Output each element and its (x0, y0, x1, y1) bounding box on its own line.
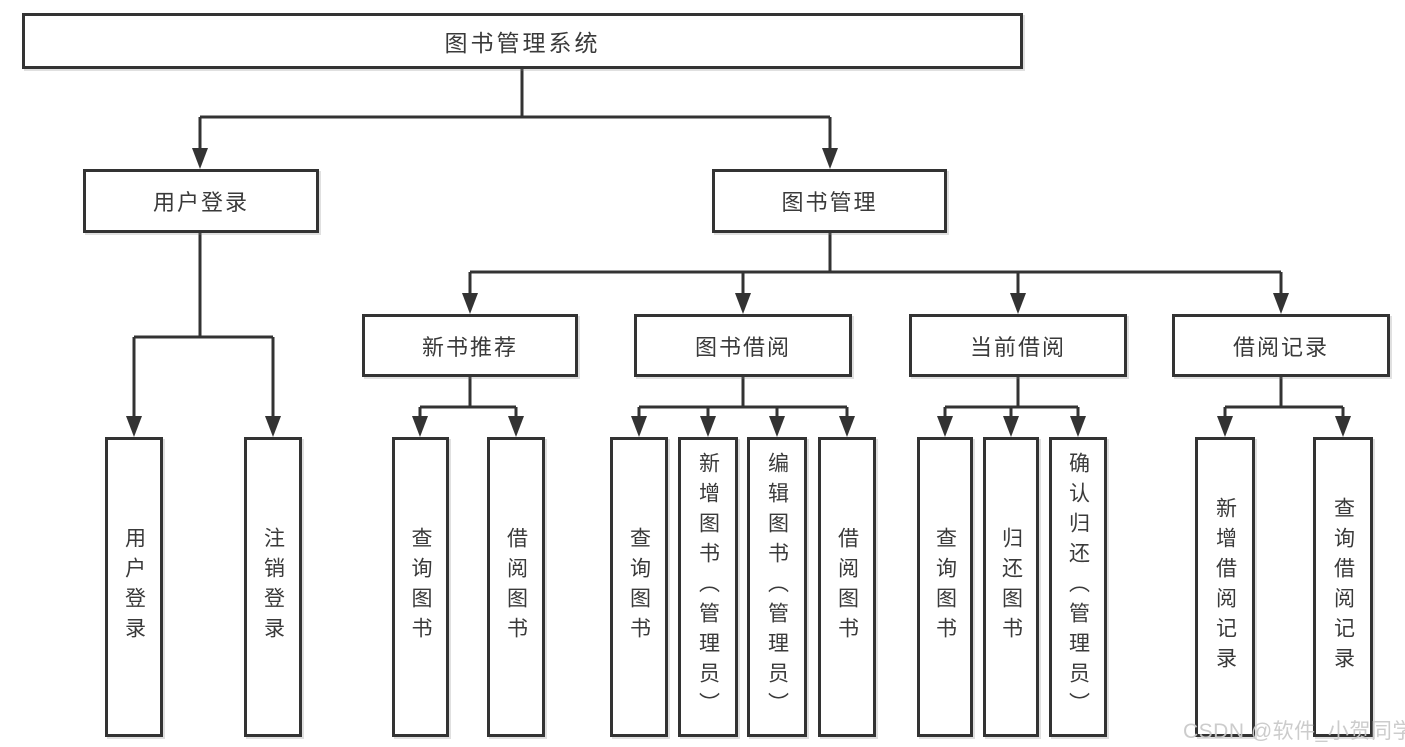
node-book-borrow: 图书借阅 (634, 314, 852, 377)
node-label: 查询图书 (409, 527, 432, 647)
node-label: 借阅记录 (1232, 334, 1329, 360)
leaf-record-query-borrow-record: 查询借阅记录 (1313, 437, 1373, 737)
leaf-borrow-borrow-book: 借阅图书 (818, 437, 876, 737)
node-label: 图书借阅 (694, 334, 791, 360)
node-new-book-recommend: 新书推荐 (362, 314, 578, 377)
leaf-logout-login: 注销登录 (244, 437, 302, 737)
node-label: 借阅图书 (835, 527, 859, 647)
node-label: 新增图书（管理员） (696, 452, 720, 722)
leaf-recommend-borrow-book: 借阅图书 (487, 437, 545, 737)
node-label: 借阅图书 (504, 527, 528, 647)
leaf-recommend-query-book: 查询图书 (392, 437, 449, 737)
leaf-user-login: 用户登录 (105, 437, 163, 737)
node-label: 新增借阅记录 (1213, 497, 1237, 677)
leaf-borrow-add-book-admin: 新增图书（管理员） (678, 437, 738, 737)
node-borrow-record: 借阅记录 (1172, 314, 1390, 377)
leaf-borrow-query-book: 查询图书 (610, 437, 668, 737)
node-label: 用户登录 (152, 190, 249, 215)
leaf-current-confirm-return-admin: 确认归还（管理员） (1049, 437, 1107, 737)
node-label: 查询图书 (627, 527, 651, 647)
node-label: 新书推荐 (421, 334, 518, 360)
leaf-current-query-book: 查询图书 (917, 437, 973, 737)
node-label: 查询借阅记录 (1331, 497, 1355, 677)
node-label: 用户登录 (122, 527, 146, 647)
arrowheads (126, 148, 1351, 437)
node-label: 图书管理 (781, 190, 878, 215)
node-label: 查询图书 (933, 527, 957, 647)
node-label: 归还图书 (999, 527, 1023, 647)
leaf-record-add-borrow-record: 新增借阅记录 (1195, 437, 1255, 737)
leaf-current-return-book: 归还图书 (983, 437, 1039, 737)
node-label: 图书管理系统 (444, 30, 601, 56)
node-user-login: 用户登录 (83, 169, 319, 233)
node-label: 确认归还（管理员） (1066, 452, 1090, 722)
leaf-borrow-edit-book-admin: 编辑图书（管理员） (747, 437, 807, 737)
node-label: 编辑图书（管理员） (765, 452, 789, 722)
node-label: 注销登录 (261, 527, 285, 647)
node-book-management: 图书管理 (712, 169, 947, 233)
node-current-borrow: 当前借阅 (909, 314, 1127, 377)
csdn-watermark: CSDN @软件_小贺同学 (1183, 720, 1405, 743)
node-label: 当前借阅 (969, 334, 1066, 360)
node-library-management-system: 图书管理系统 (22, 13, 1023, 69)
